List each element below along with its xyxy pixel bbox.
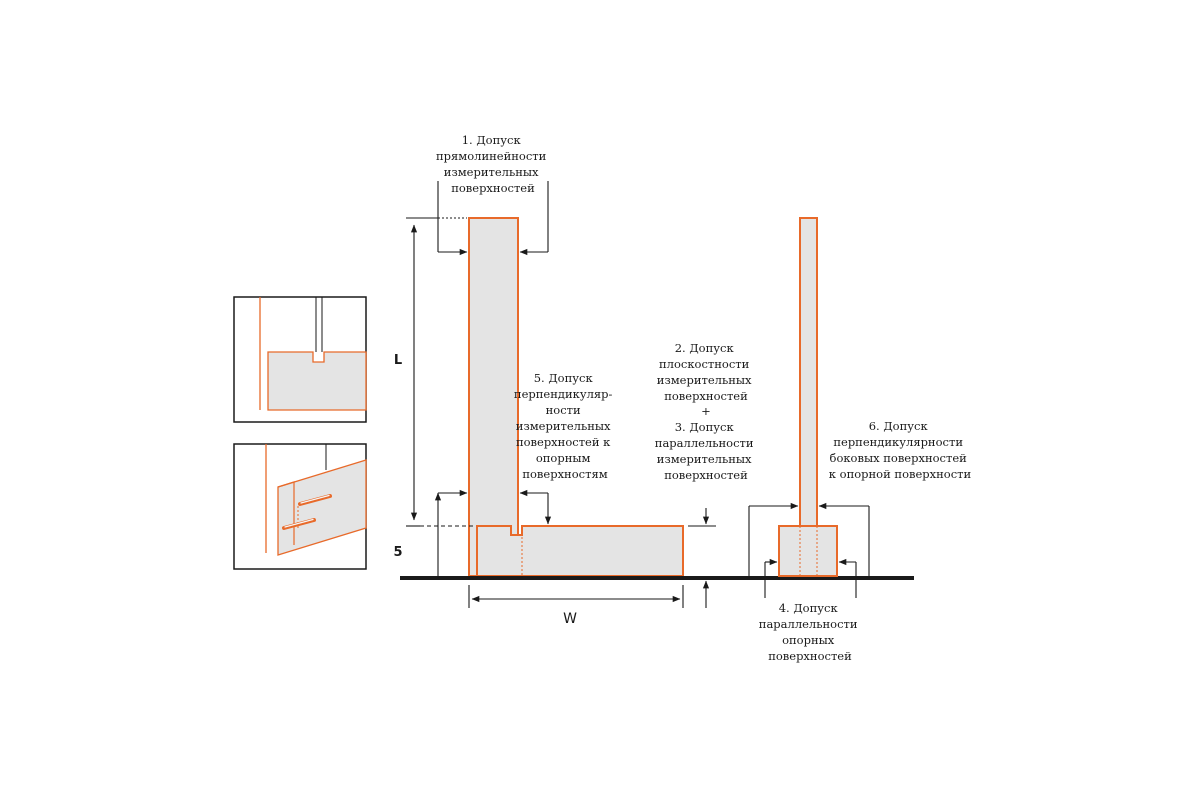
square-base: [476, 525, 684, 577]
dimension-w-label: W: [563, 611, 577, 627]
label-tol6: 6. Допуск перпендикулярности боковых пов…: [829, 419, 972, 481]
detail-inset-bottom: [233, 443, 367, 570]
label-plus: +: [701, 404, 711, 418]
label-tol3: 3. Допуск параллельности измерительных п…: [655, 420, 757, 482]
dimension-l-label: L: [394, 353, 402, 368]
label-tol2: 2. Допуск плоскостности измерительных по…: [657, 341, 755, 403]
square-blade: [468, 217, 519, 577]
detail-inset-top: [233, 296, 367, 423]
label-tol1: 1. Допуск прямолинейности измерительных …: [436, 133, 550, 195]
side-view: [778, 217, 838, 577]
label-tol4: 4. Допуск параллельности опорных поверхн…: [759, 601, 861, 663]
dimension-lines: [406, 181, 870, 608]
dimension-5-label: 5: [393, 545, 402, 560]
label-tol5: 5. Допуск перпендикуляр- ности измерител…: [514, 371, 616, 481]
